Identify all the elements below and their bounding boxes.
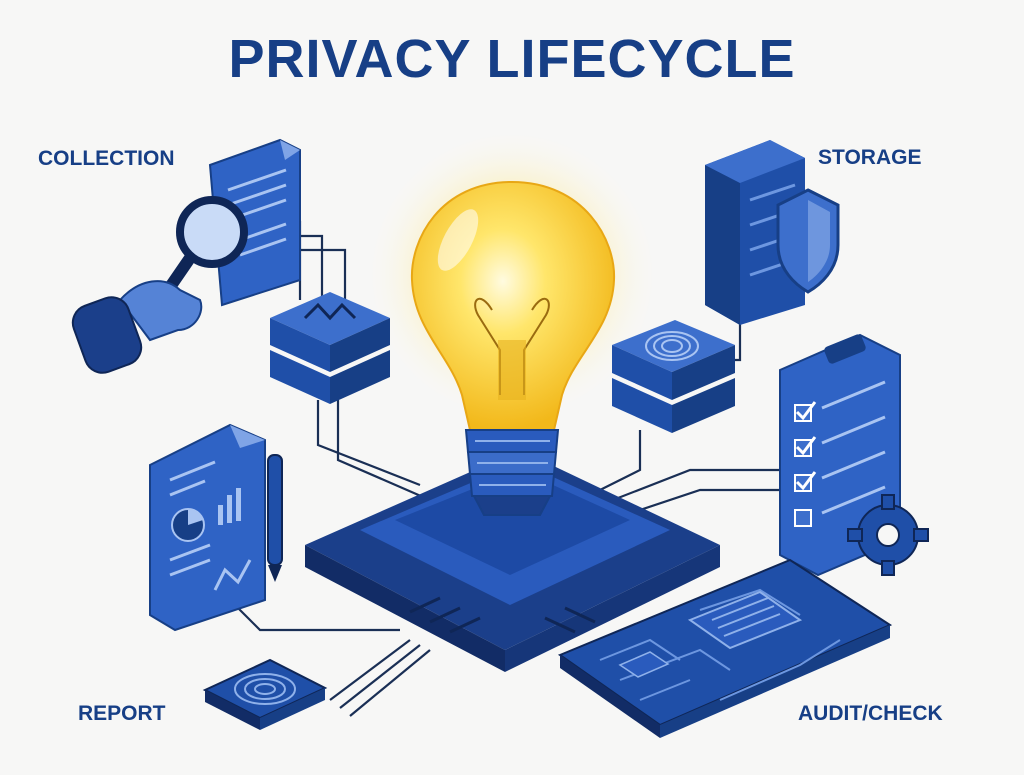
lightbulb-icon — [362, 125, 662, 516]
stage-label-audit: AUDIT/CHECK — [798, 702, 943, 725]
server-shield-icon — [705, 140, 840, 325]
stage-label-storage: STORAGE — [818, 146, 922, 169]
circuit-board-icon — [557, 558, 893, 738]
checklist-clipboard-icon — [779, 333, 929, 577]
central-platform — [305, 450, 720, 672]
page-title: PRIVACY LIFECYCLE — [228, 29, 796, 89]
fingerprint-server-icon — [612, 320, 735, 433]
magnifying-glass-document-icon — [71, 138, 301, 374]
gear-icon — [847, 494, 929, 576]
report-pad-icon — [202, 658, 328, 730]
report-document-icon — [149, 423, 283, 632]
stage-label-collection: COLLECTION — [38, 147, 175, 170]
stage-label-report: REPORT — [78, 702, 166, 725]
collection-server-icon — [270, 292, 390, 404]
